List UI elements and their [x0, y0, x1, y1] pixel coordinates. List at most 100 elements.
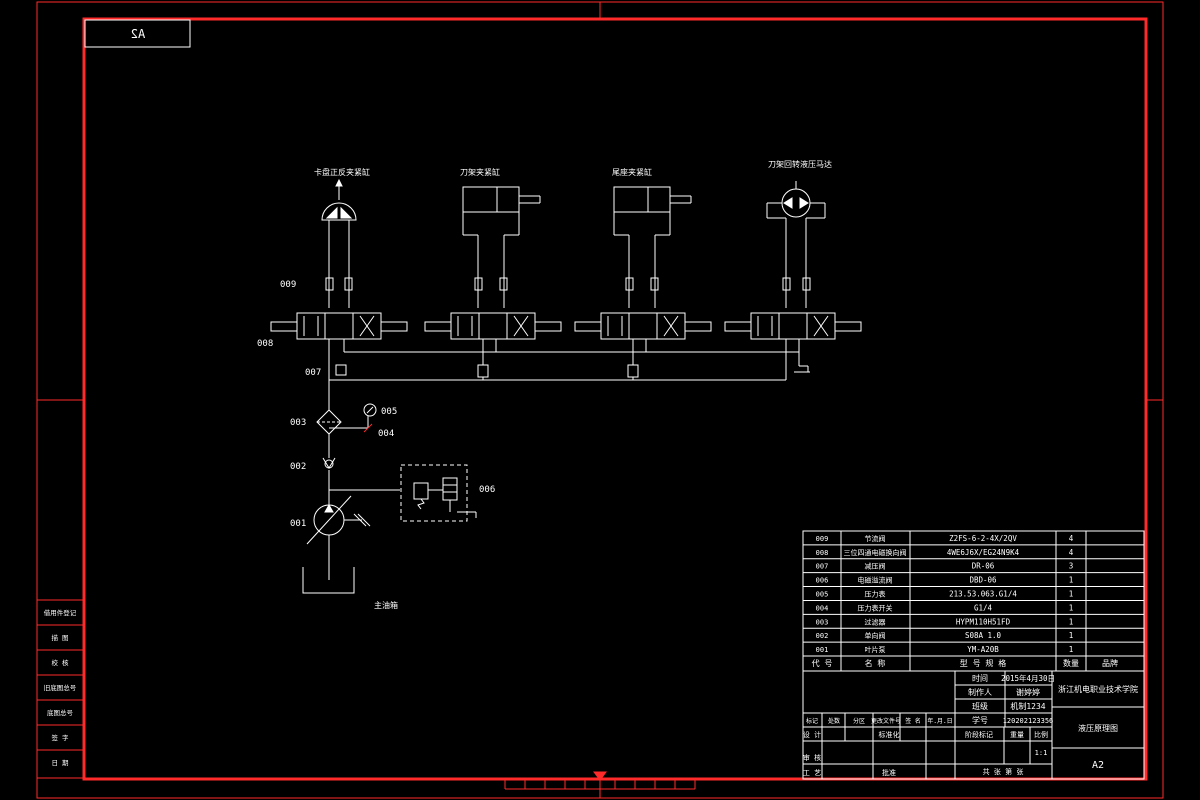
design-label: 设 计: [803, 730, 821, 739]
stamp-label: 描 图: [52, 633, 69, 642]
class-label: 班级: [972, 701, 988, 711]
bom-row-no: 004: [816, 604, 829, 612]
bom-row-name: 压力表: [865, 590, 886, 599]
bom-row-no: 001: [816, 646, 829, 654]
time-label: 时间: [972, 673, 988, 683]
bom-row-qty: 4: [1069, 548, 1074, 557]
sid-label: 学号: [972, 715, 988, 725]
approve-label: 批准: [882, 768, 896, 777]
oil-tank: [302, 567, 355, 594]
bom-row-name: 三位四通电磁换向阀: [844, 548, 907, 557]
bom-row-qty: 1: [1069, 590, 1074, 599]
stamp-label: 借用件登记: [44, 608, 77, 617]
bom-row-qty: 1: [1069, 617, 1074, 626]
bom-row-qty: 1: [1069, 645, 1074, 654]
bom-row-qty: 1: [1069, 631, 1074, 640]
bom-row-name: 单向阀: [865, 631, 886, 640]
bom-header-remark: 品牌: [1102, 658, 1118, 668]
callout-001: 001: [290, 519, 306, 529]
bom-row-model: S08A 1.0: [965, 631, 1002, 640]
tailstock-cylinder-label: 尾座夹紧缸: [612, 167, 652, 177]
revision-header: 处数: [828, 717, 840, 725]
bom-row-no: 009: [816, 535, 829, 543]
bom-row-model: DR-06: [972, 562, 995, 571]
bom-rows: 009 节流阀 Z2FS-6-2-4X/2QV 4 008 三位四通电磁换向阀 4WE6J6…: [803, 534, 1144, 654]
throttle-valves: [325, 277, 811, 291]
sheet-size-box: A2: [84, 19, 191, 48]
bom-row-model: 213.53.063.G1/4: [949, 590, 1017, 599]
title-block: [802, 670, 1145, 780]
callout-005: 005: [381, 407, 397, 417]
bom-row-no: 006: [816, 577, 829, 585]
directional-valve-1: [270, 312, 408, 352]
tool-clamp-cylinder: [462, 186, 541, 308]
bom-header-name: 名 称: [865, 658, 886, 668]
ratio-value: 1:1: [1035, 749, 1048, 757]
bom-header-no: 代 号: [812, 658, 833, 668]
stamp-label: 签 字: [52, 733, 69, 742]
callout-007: 007: [305, 368, 321, 378]
bom-row-no: 005: [816, 591, 829, 599]
bom-row-qty: 1: [1069, 576, 1074, 585]
directional-valve-4: [724, 312, 862, 380]
bom-header-model: 型 号 规 格: [960, 658, 1006, 668]
bom-row-qty: 3: [1069, 562, 1074, 571]
directional-valve-2: [424, 312, 562, 365]
schematic: [270, 178, 862, 594]
callout-002: 002: [290, 462, 306, 472]
bom-row-name: 电磁溢流阀: [858, 576, 893, 585]
bom-row-model: YM-A20B: [967, 645, 999, 654]
callout-003: 003: [290, 418, 306, 428]
motor-label: 刀架回转液压马达: [768, 159, 832, 169]
class-value: 机制1234: [1010, 701, 1045, 711]
stamp-label: 旧底图总号: [44, 683, 77, 692]
maker-value: 谢婷婷: [1016, 687, 1040, 697]
check-valve: [322, 457, 336, 469]
sheets-label: 共 张 第 张: [983, 767, 1024, 776]
left-stamp: [36, 599, 85, 779]
bom-row-model: DBD-06: [969, 576, 997, 585]
revision-header: 分区: [853, 717, 865, 725]
revision-header: 签 名: [905, 717, 921, 725]
bom-row-no: 002: [816, 632, 829, 640]
directional-valve-3: [574, 312, 712, 365]
callout-009: 009: [280, 280, 296, 290]
tank-label: 主油箱: [374, 600, 398, 610]
bom-row-qty: 4: [1069, 534, 1074, 543]
filter: [316, 409, 342, 435]
bom-row-model: 4WE6J6X/EG24N9K4: [947, 548, 1020, 557]
sheet-frame: [36, 1, 1164, 799]
turret-hydraulic-motor: [766, 181, 826, 308]
bom-row-no: 003: [816, 618, 829, 626]
callout-008: 008: [257, 339, 273, 349]
bom-row-model: HYPM110H51FD: [956, 617, 1011, 626]
revision-headers: 标记处数分区更改文件号签 名年.月.日: [806, 717, 953, 725]
stamp-label: 日 期: [52, 759, 69, 767]
drawing-name: 液压原理图: [1078, 723, 1118, 733]
sheet-size-bottom: A2: [1092, 760, 1104, 771]
review-label: 审 核: [803, 753, 821, 762]
bom-header-qty: 数量: [1063, 658, 1079, 668]
bom-row-no: 007: [816, 563, 829, 571]
sheet-size-label: A2: [131, 27, 145, 41]
bom-row-name: 过滤器: [865, 617, 886, 626]
callout-004: 004: [378, 429, 394, 439]
process-label: 工 艺: [803, 769, 821, 777]
bom-row-model: G1/4: [974, 603, 993, 612]
bom-row-name: 节流阀: [865, 534, 886, 543]
relief-valve-assembly: [400, 464, 477, 522]
bom-row-model: Z2FS-6-2-4X/2QV: [949, 534, 1017, 543]
stamp-label: 校 核: [52, 658, 69, 667]
bom-row-no: 008: [816, 549, 829, 557]
sid-value: 120202123356: [1003, 717, 1054, 725]
chuck-rotary-actuator: [321, 178, 357, 308]
scale-label: 重量: [1010, 731, 1024, 739]
bom-row-qty: 1: [1069, 603, 1074, 612]
vane-pump: [306, 495, 371, 545]
bom-row-name: 叶片泵: [865, 645, 886, 654]
tailstock-cylinder: [613, 186, 692, 308]
school-name: 浙江机电职业技术学院: [1058, 684, 1138, 694]
bom-row-name: 压力表开关: [858, 603, 893, 612]
